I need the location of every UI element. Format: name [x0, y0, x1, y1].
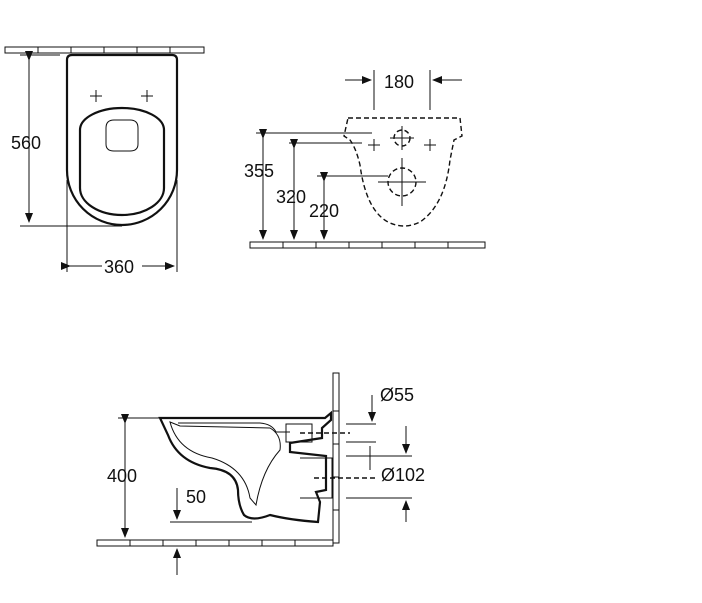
dimension-220: 220: [309, 172, 388, 240]
top-view: 560 360: [4, 46, 205, 277]
dimension-label-180: 180: [384, 72, 414, 92]
fixing-point-right: [141, 90, 153, 102]
fixing-point-left: [90, 90, 102, 102]
dimension-320: 320: [276, 139, 362, 240]
bowl-inner-side: [169, 421, 281, 507]
dimension-50: 50: [170, 487, 252, 575]
dimension-180: 180: [345, 70, 462, 110]
side-view-wall: [332, 372, 340, 544]
pan-outline-side: [158, 410, 333, 524]
dimension-355: 355: [244, 129, 372, 240]
side-view-floor: [96, 539, 334, 547]
front-view-floor: [249, 241, 486, 249]
dimension-label-360: 360: [104, 257, 134, 277]
dimension-label-50: 50: [186, 487, 206, 507]
bowl-outline-top: [65, 53, 179, 227]
pan-outline-front: [343, 117, 463, 227]
inlet-opening-front: [390, 126, 414, 150]
top-view-wall: [4, 46, 205, 54]
dimension-label-560: 560: [11, 133, 41, 153]
dimension-label-320: 320: [276, 187, 306, 207]
dimension-400: 400: [107, 414, 168, 538]
dimension-label-220: 220: [309, 201, 339, 221]
seat-opening: [78, 106, 166, 217]
dimension-label-355: 355: [244, 161, 274, 181]
dimension-560: 560: [11, 51, 122, 227]
rim-line-side: [178, 422, 290, 433]
inlet-pipe-side: [285, 423, 350, 443]
fixing-hole-left: [368, 139, 380, 151]
dimension-diameter-102: Ø102: [346, 426, 425, 522]
dimension-label-diameter-55: Ø55: [380, 385, 414, 405]
dimension-diameter-55: Ø55: [346, 385, 414, 443]
fixing-hole-right: [424, 139, 436, 151]
dimension-label-400: 400: [107, 466, 137, 486]
dimension-360: 360: [61, 180, 178, 277]
outlet-pipe-side: [300, 457, 375, 499]
flush-opening: [105, 119, 139, 152]
dimension-label-diameter-102: Ø102: [381, 465, 425, 485]
outlet-opening-front: [378, 158, 426, 206]
side-view: 400 50 Ø55 Ø102: [96, 372, 425, 575]
front-view: 180 355 320 220: [244, 70, 486, 249]
